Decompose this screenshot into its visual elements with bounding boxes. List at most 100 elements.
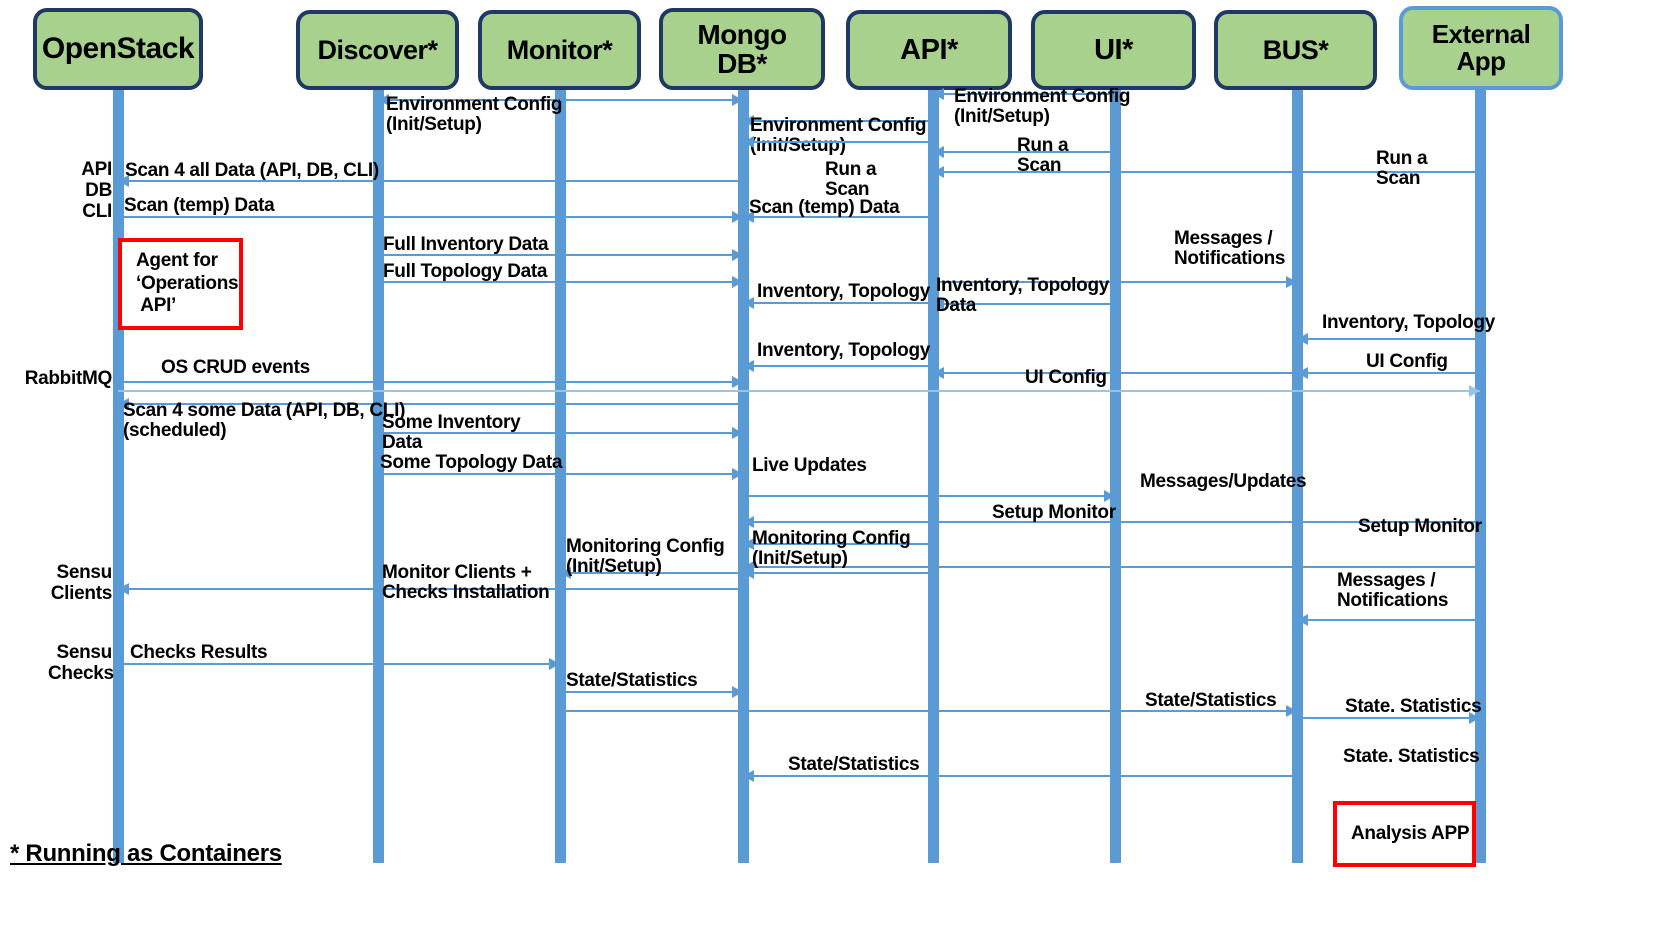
arrowhead-left <box>378 94 389 106</box>
arrowhead-left <box>118 398 129 410</box>
arrowhead-left <box>743 360 754 372</box>
message-label: State. Statistics <box>1343 746 1480 767</box>
side-label-api-db-cli: API DB CLI <box>81 159 112 222</box>
lifeline-api <box>928 90 939 863</box>
message-line <box>933 151 1115 153</box>
participant-externalapp[interactable]: External App <box>1399 6 1563 90</box>
message-line <box>378 281 743 283</box>
message-line <box>933 171 1480 173</box>
message-label: OS CRUD events <box>161 357 310 378</box>
arrowhead-right <box>1469 385 1480 397</box>
message-line <box>378 254 743 256</box>
arrowhead-left <box>743 297 754 309</box>
arrowhead-left <box>1297 614 1308 626</box>
participant-openstack[interactable]: OpenStack <box>33 8 203 90</box>
participant-monitor[interactable]: Monitor* <box>478 10 641 90</box>
arrowhead-left <box>743 136 754 148</box>
message-label: Environment Config (Init/Setup) <box>386 94 563 136</box>
message-line <box>118 390 1480 392</box>
message-line <box>933 372 1297 374</box>
participant-label: UI* <box>1094 33 1133 66</box>
message-line <box>933 303 1115 305</box>
participant-label: External App <box>1431 18 1531 76</box>
message-line <box>1297 338 1480 340</box>
message-line <box>743 572 933 574</box>
arrowhead-left <box>933 146 944 158</box>
participant-bus[interactable]: BUS* <box>1214 10 1377 90</box>
message-line <box>743 216 933 218</box>
message-label: Messages / Notifications <box>1337 570 1449 612</box>
message-line <box>118 663 560 665</box>
message-line <box>743 302 933 304</box>
participant-ui[interactable]: UI* <box>1031 10 1196 90</box>
message-line <box>560 691 743 693</box>
agent-callout: Agent for ‘Operations API’ <box>118 238 243 330</box>
message-line <box>118 381 743 383</box>
arrowhead-left <box>118 175 129 187</box>
message-line <box>1297 619 1480 621</box>
participant-discover[interactable]: Discover* <box>296 10 459 90</box>
message-label: UI Config <box>1025 367 1107 388</box>
arrowhead-right <box>732 249 743 261</box>
message-label: Messages / Notifications <box>1174 228 1286 270</box>
message-label: Run a Scan <box>825 159 877 201</box>
message-label: Full Inventory Data <box>383 234 549 255</box>
message-line <box>743 521 1480 523</box>
arrowhead-left <box>933 298 944 310</box>
message-label: Some Inventory Data <box>382 412 521 454</box>
participant-api[interactable]: API* <box>846 10 1012 90</box>
side-label-sensu-checks: Sensu Checks <box>48 642 114 684</box>
arrowhead-left <box>1297 367 1308 379</box>
message-label: State/Statistics <box>1145 690 1277 711</box>
message-label: Environment Config (Init/Setup) <box>750 115 927 157</box>
lifeline-discover <box>373 90 384 863</box>
message-line <box>743 543 933 545</box>
callout-text: Analysis APP <box>1351 822 1470 844</box>
message-line <box>560 710 1297 712</box>
footnote-running-as-containers: * Running as Containers <box>10 840 282 867</box>
message-label: Full Topology Data <box>383 261 548 282</box>
message-label: UI Config <box>1366 351 1448 372</box>
lifeline-mongodb <box>738 90 749 863</box>
arrowhead-left <box>933 88 944 100</box>
arrowhead-right <box>732 468 743 480</box>
message-label: State/Statistics <box>566 670 698 691</box>
arrowhead-left <box>560 567 571 579</box>
message-line <box>743 566 1480 568</box>
arrowhead-left <box>743 538 754 550</box>
message-label: Some Topology Data <box>380 452 563 473</box>
message-label: Monitoring Config (Init/Setup) <box>752 528 911 570</box>
arrowhead-left <box>933 367 944 379</box>
message-label: State. Statistics <box>1345 696 1482 717</box>
arrowhead-right <box>732 427 743 439</box>
message-line <box>933 281 1297 283</box>
arrowhead-left <box>743 211 754 223</box>
arrowhead-left <box>743 516 754 528</box>
message-label: Inventory, Topology <box>757 340 931 361</box>
participant-label: API* <box>900 33 958 66</box>
message-label: Run a Scan <box>1376 148 1428 190</box>
message-line <box>118 216 743 218</box>
arrowhead-right <box>732 686 743 698</box>
arrowhead-left <box>118 583 129 595</box>
message-label: Monitoring Config (Init/Setup) <box>566 536 725 578</box>
message-label: Environment Config (Init/Setup) <box>954 86 1131 128</box>
message-label: Inventory, Topology <box>757 281 931 302</box>
participant-label: Monitor* <box>506 34 613 65</box>
message-line <box>743 141 933 143</box>
side-label-sensu-clients: Sensu Clients <box>50 562 113 604</box>
message-label: Scan 4 some Data (API, DB, CLI) (schedul… <box>123 400 406 442</box>
message-line <box>560 572 743 574</box>
message-line <box>118 403 743 405</box>
arrowhead-left <box>743 115 754 127</box>
message-line <box>560 99 743 101</box>
message-line <box>378 99 560 101</box>
participant-mongodb[interactable]: Mongo DB* <box>659 8 825 90</box>
arrowhead-left <box>743 567 754 579</box>
message-line <box>378 432 743 434</box>
message-label: Live Updates <box>752 455 867 476</box>
message-line <box>1297 717 1480 719</box>
message-label: Setup Monitor <box>1358 516 1482 537</box>
side-label-rabbitmq: RabbitMQ <box>24 368 113 389</box>
message-label: Monitor Clients + Checks Installation <box>382 562 550 604</box>
